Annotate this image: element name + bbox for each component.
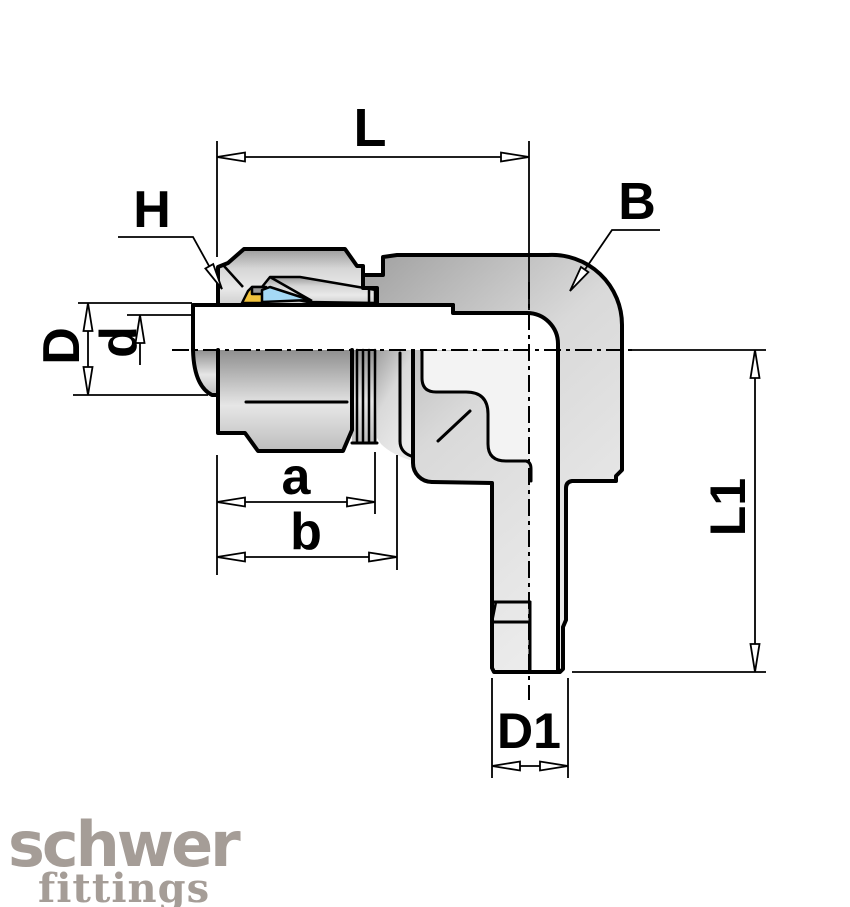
nut-lower-outline: [216, 348, 354, 453]
arrowhead: [500, 151, 530, 163]
body-top-outline: [361, 252, 625, 674]
dimension-b: [216, 455, 398, 570]
dimension-L: [216, 141, 530, 310]
body-face-curve: [398, 439, 413, 458]
dimension-B: [569, 229, 660, 292]
arrowhead: [204, 262, 223, 290]
tube-lower-shape: [193, 350, 218, 395]
dim-label-d: d: [90, 326, 148, 358]
centerlines: [172, 282, 632, 700]
dim-label-b: b: [290, 503, 322, 561]
arrowhead: [368, 551, 398, 563]
horizontal-bore: [193, 305, 558, 350]
dimension-D: [73, 302, 208, 396]
nut-upper-outline: [216, 247, 379, 306]
arrowhead: [216, 551, 246, 563]
leader-line: [572, 229, 660, 288]
body-bottom-left-outline: [411, 349, 434, 484]
bore-corner-outline: [451, 303, 560, 674]
chamfer-mark: [436, 409, 472, 443]
nut-cavity-edge: [223, 265, 244, 288]
arrowhead: [491, 760, 521, 772]
dim-label-L: L: [354, 98, 387, 158]
dim-label-D: D: [33, 327, 91, 365]
tube-outline: [191, 303, 455, 397]
dimension-a: [216, 452, 376, 575]
part-outlines: [191, 247, 625, 674]
dim-label-L1: L1: [700, 478, 756, 536]
arrowhead: [749, 643, 761, 673]
arrowhead: [346, 496, 376, 508]
dimensions: [73, 141, 766, 778]
arrowhead: [216, 496, 246, 508]
body-lower-left-shape: [377, 350, 413, 461]
arrowhead: [82, 302, 94, 332]
body-pocket: [422, 351, 530, 461]
arrowhead: [539, 760, 569, 772]
arrowhead: [569, 265, 590, 292]
dim-label-B: B: [618, 173, 656, 231]
leg-band-slope: [490, 600, 498, 624]
vertical-bore: [530, 344, 558, 672]
dim-label-a: a: [282, 448, 312, 506]
cutting-ring: [223, 265, 378, 305]
dim-label-D1: D1: [497, 703, 561, 759]
arrowhead: [82, 366, 94, 396]
logo-brand-text: schwer: [8, 808, 241, 881]
arrowhead: [749, 349, 761, 379]
brand-logo: schwer fittings: [8, 808, 244, 907]
dim-label-H: H: [133, 181, 171, 239]
dimension-H: [118, 236, 223, 290]
arrowhead: [216, 151, 246, 163]
dimension-L1: [572, 349, 766, 673]
dimension-d: [127, 314, 192, 365]
arrowhead: [134, 314, 146, 344]
dimension-D1: [491, 678, 569, 778]
ring-cyan-wedge: [260, 285, 312, 304]
ring-retainer-edge: [269, 275, 313, 303]
leader-line: [118, 236, 220, 285]
logo-subtitle-text: fittings: [38, 865, 210, 907]
